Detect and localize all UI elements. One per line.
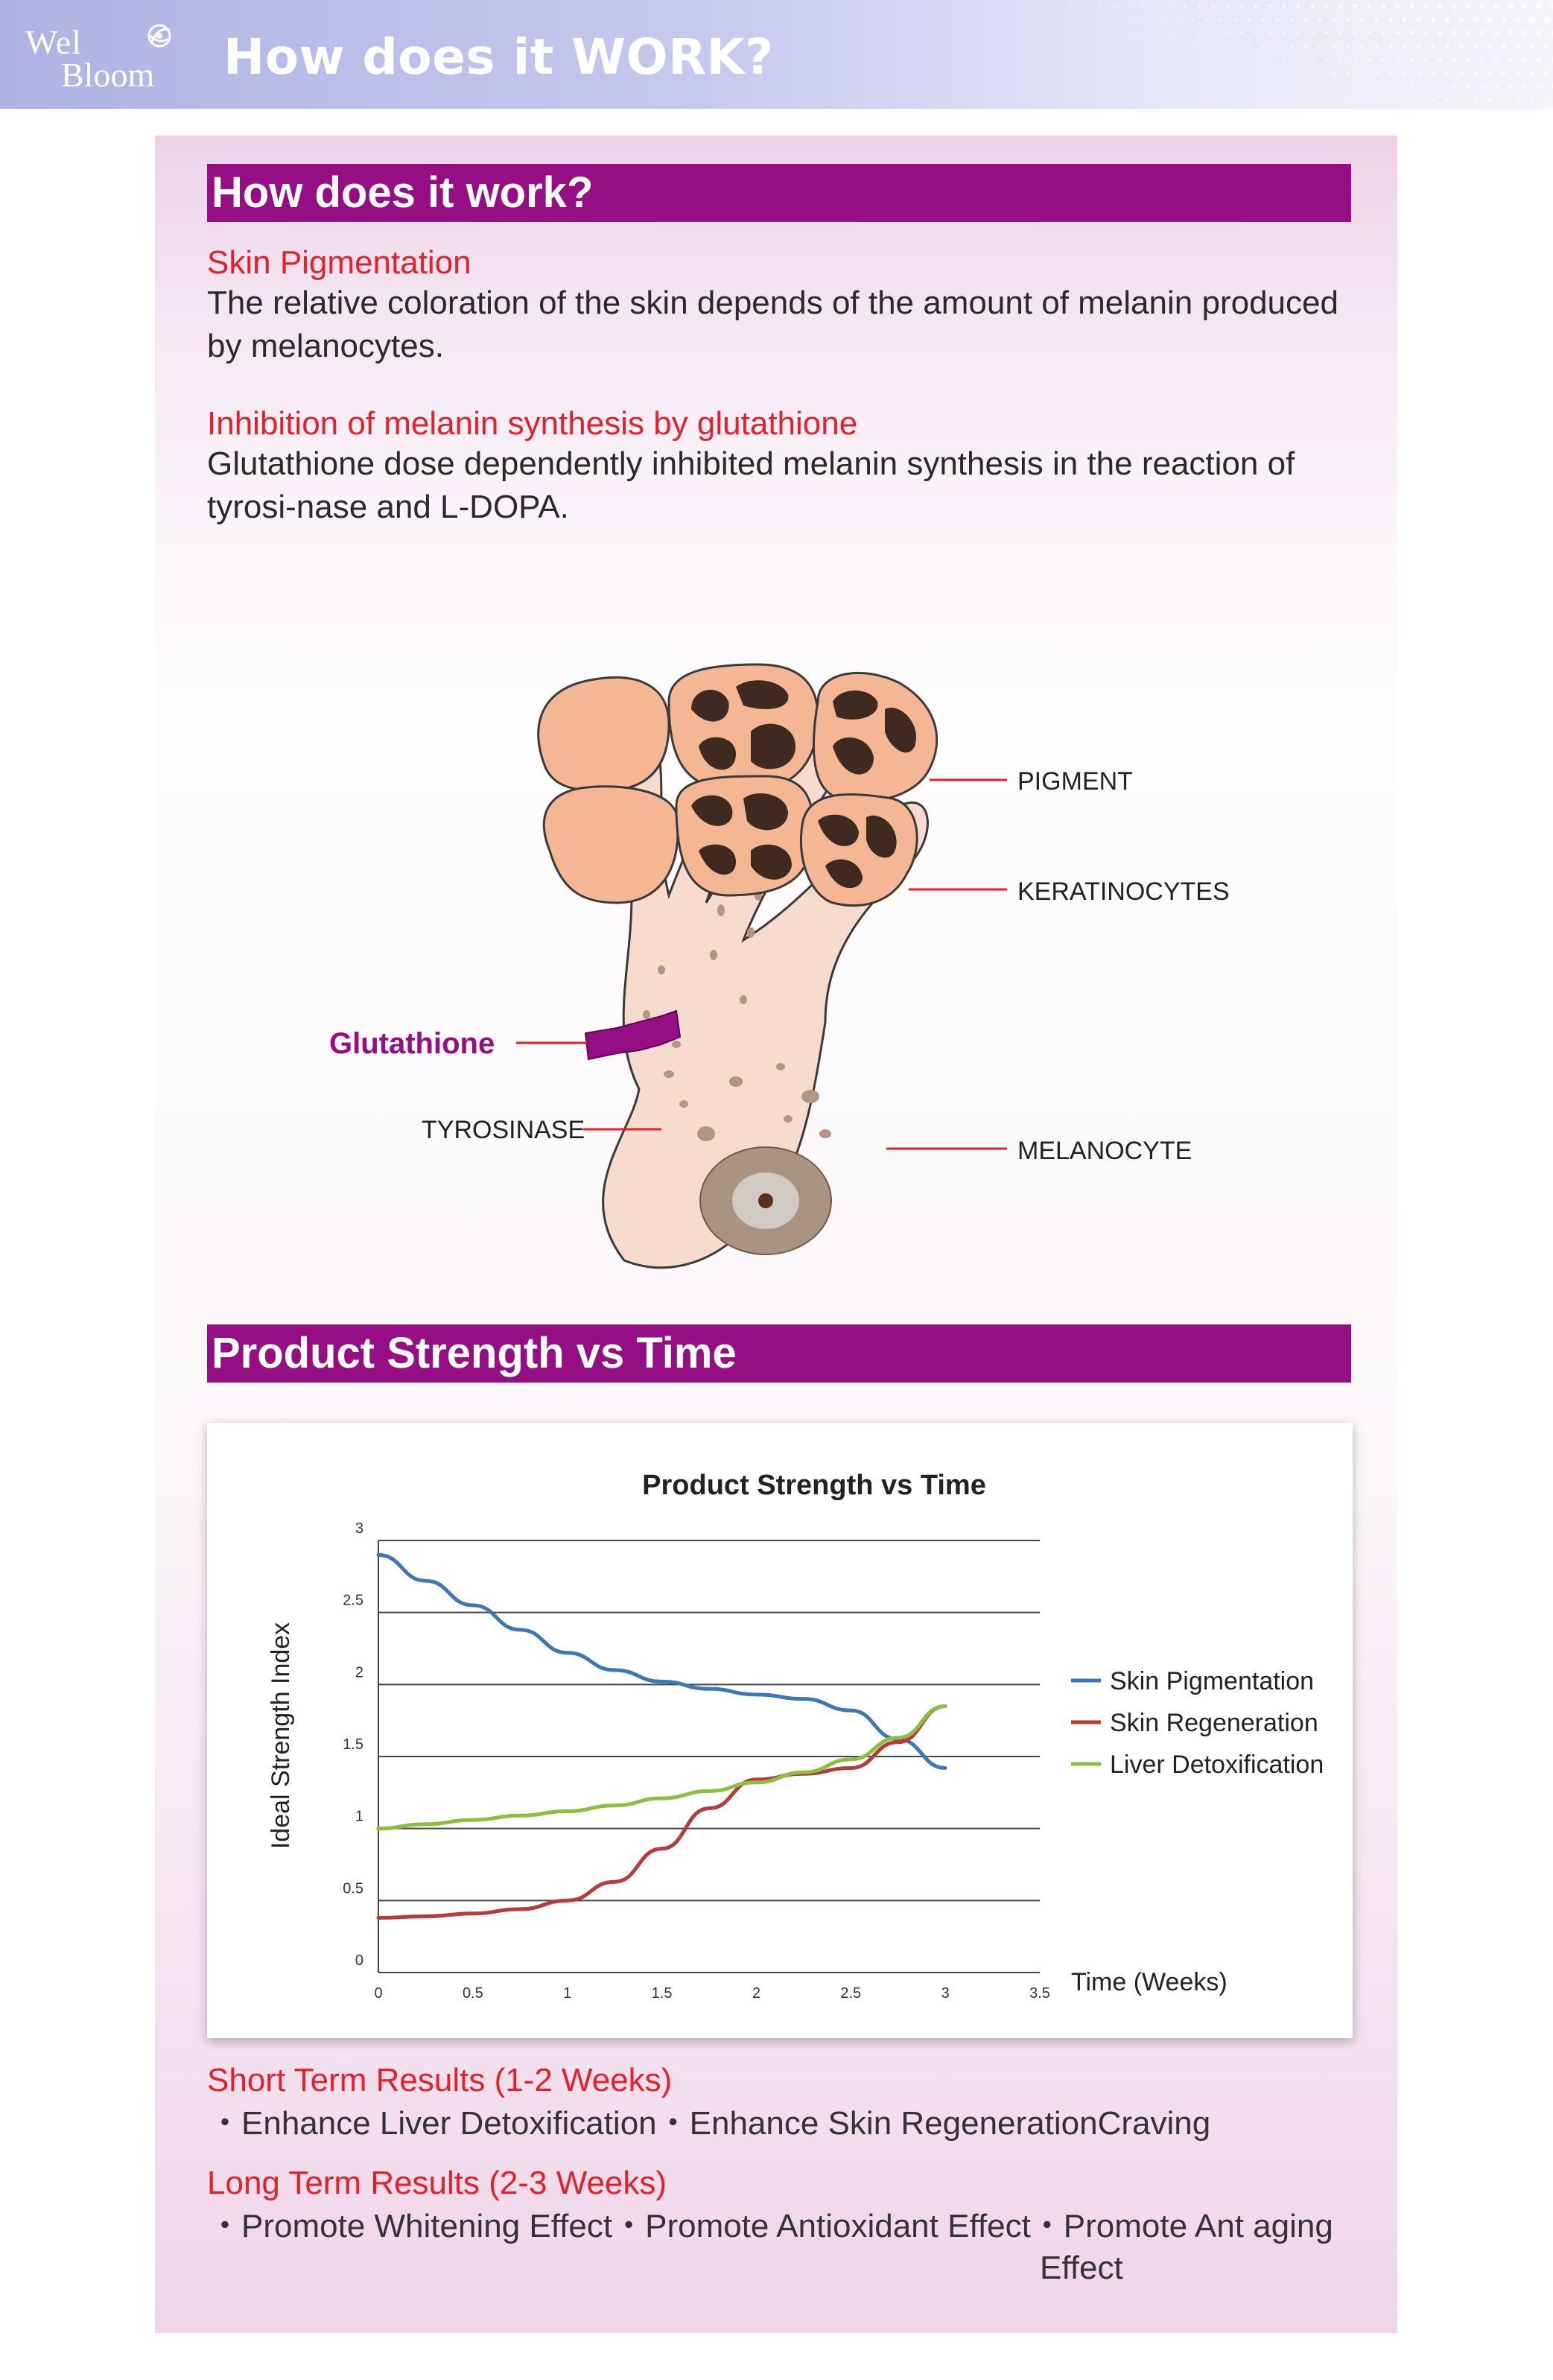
- skin-pigmentation-text: The relative coloration of the skin depe…: [207, 285, 1338, 364]
- y-axis-label: Ideal Strength Index: [267, 1622, 295, 1849]
- series-lines: [376, 1552, 947, 1920]
- label-melanocyte: MELANOCYTE: [1017, 1137, 1192, 1165]
- label-keratinocytes: KERATINOCYTES: [1017, 878, 1230, 906]
- label-pigment: PIGMENT: [1017, 767, 1133, 796]
- x-axis-label: Time (Weeks): [1071, 1968, 1228, 1996]
- banner-title: How does it WORK?: [223, 28, 774, 86]
- brand-line2: Bloom: [61, 56, 155, 94]
- pigment-granules: [691, 680, 916, 889]
- tick-labels: 0 0.5 1 1.5 2 2.5 3 0 0.5 1 1.5 2 2.5 3 3.5: [343, 1520, 1050, 2002]
- y-tick-1: 1: [355, 1809, 363, 1825]
- short-term-title: Short Term Results (1-2 Weeks): [207, 2062, 673, 2098]
- x-tick-0: 0: [374, 1985, 382, 2002]
- skin-pigmentation-title: Skin Pigmentation: [207, 244, 471, 281]
- legend-label-2: Skin Regeneration: [1110, 1709, 1318, 1737]
- y-tick-3: 3: [355, 1520, 363, 1537]
- long-term-title: Long Term Results (2-3 Weeks): [207, 2165, 667, 2201]
- x-tick-0.5: 0.5: [463, 1985, 483, 2002]
- brand-line1: Wel: [25, 23, 82, 61]
- welbloom-logo[interactable]: Wel Bloom: [25, 22, 182, 94]
- x-tick-2: 2: [752, 1985, 760, 2002]
- y-tick-0: 0: [355, 1952, 363, 1969]
- y-tick-2: 2: [355, 1664, 363, 1681]
- content-panel: How does it work? Skin Pigmentation The …: [155, 136, 1397, 2333]
- series-line-liver-detoxification: [376, 1704, 947, 1831]
- x-tick-2.5: 2.5: [840, 1985, 861, 2002]
- inhibition-text: Glutathione dose dependently inhibited m…: [207, 445, 1295, 525]
- x-tick-3: 3: [941, 1985, 950, 2002]
- long-term-benefits-line1: ・Promote Whitening Effect・Promote Antiox…: [209, 2208, 1333, 2244]
- series-line-skin-regeneration: [376, 1704, 947, 1920]
- short-term-benefits: ・Enhance Liver Detoxification・Enhance Sk…: [209, 2105, 1211, 2142]
- x-tick-1: 1: [563, 1985, 571, 2002]
- y-tick-0.5: 0.5: [343, 1880, 363, 1897]
- chart-title: Product Strength vs Time: [642, 1470, 986, 1501]
- top-banner: Wel Bloom How does it WORK?: [0, 0, 1553, 109]
- section-heading-how-it-works: How does it work?: [207, 164, 1351, 222]
- label-leader-lines: [516, 778, 1007, 1150]
- legend-label-1: Skin Pigmentation: [1110, 1667, 1314, 1695]
- label-glutathione: Glutathione: [329, 1027, 495, 1060]
- inhibition-title: Inhibition of melanin synthesis by gluta…: [207, 405, 858, 442]
- dot-pattern-decoration: [1057, 2, 1553, 102]
- long-term-benefits-line2: Effect: [1040, 2250, 1123, 2286]
- flower-logo-icon: [147, 24, 171, 48]
- label-tyrosinase: TYROSINASE: [422, 1116, 585, 1144]
- melanocyte-diagram: PIGMENT KERATINOCYTES Glutathione TYROSI…: [329, 663, 1230, 1269]
- grid-lines: [378, 1540, 1040, 1973]
- y-tick-2.5: 2.5: [343, 1593, 363, 1609]
- series-line-skin-pigmentation: [376, 1552, 947, 1770]
- y-tick-1.5: 1.5: [343, 1736, 363, 1753]
- keratinocytes-plain: [537, 676, 679, 904]
- legend-label-3: Liver Detoxification: [1110, 1751, 1324, 1779]
- nucleolus: [758, 1193, 773, 1208]
- x-tick-3.5: 3.5: [1029, 1985, 1050, 2002]
- section-heading-strength-vs-time: Product Strength vs Time: [207, 1324, 1351, 1383]
- glutathione-band: [584, 1009, 682, 1061]
- x-tick-1.5: 1.5: [652, 1985, 673, 2002]
